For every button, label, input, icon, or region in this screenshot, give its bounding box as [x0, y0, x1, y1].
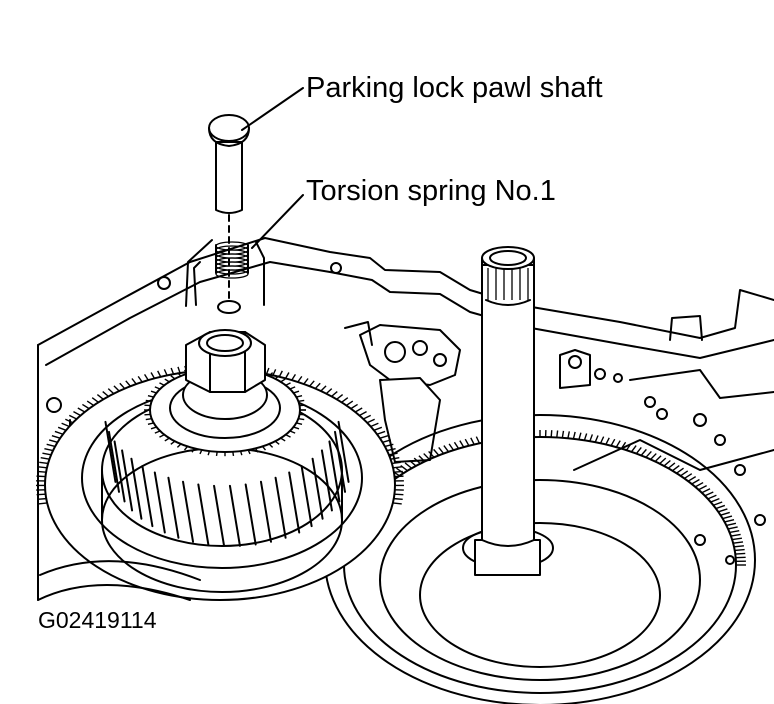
lower-left-gear: [37, 560, 201, 601]
figure-code: G02419114: [38, 607, 157, 633]
torsion-spring-part: [185, 239, 265, 307]
leader-lines: [241, 87, 304, 249]
left-gear-stack: [35, 329, 405, 601]
input-shaft: [462, 246, 554, 576]
torsion-spring-label: Torsion spring No.1: [306, 175, 556, 207]
parking-lock-pawl-shaft-label: Parking lock pawl shaft: [306, 72, 603, 104]
pawl-shaft-part: [208, 114, 250, 314]
parking-pawl-assembly: [344, 321, 591, 463]
